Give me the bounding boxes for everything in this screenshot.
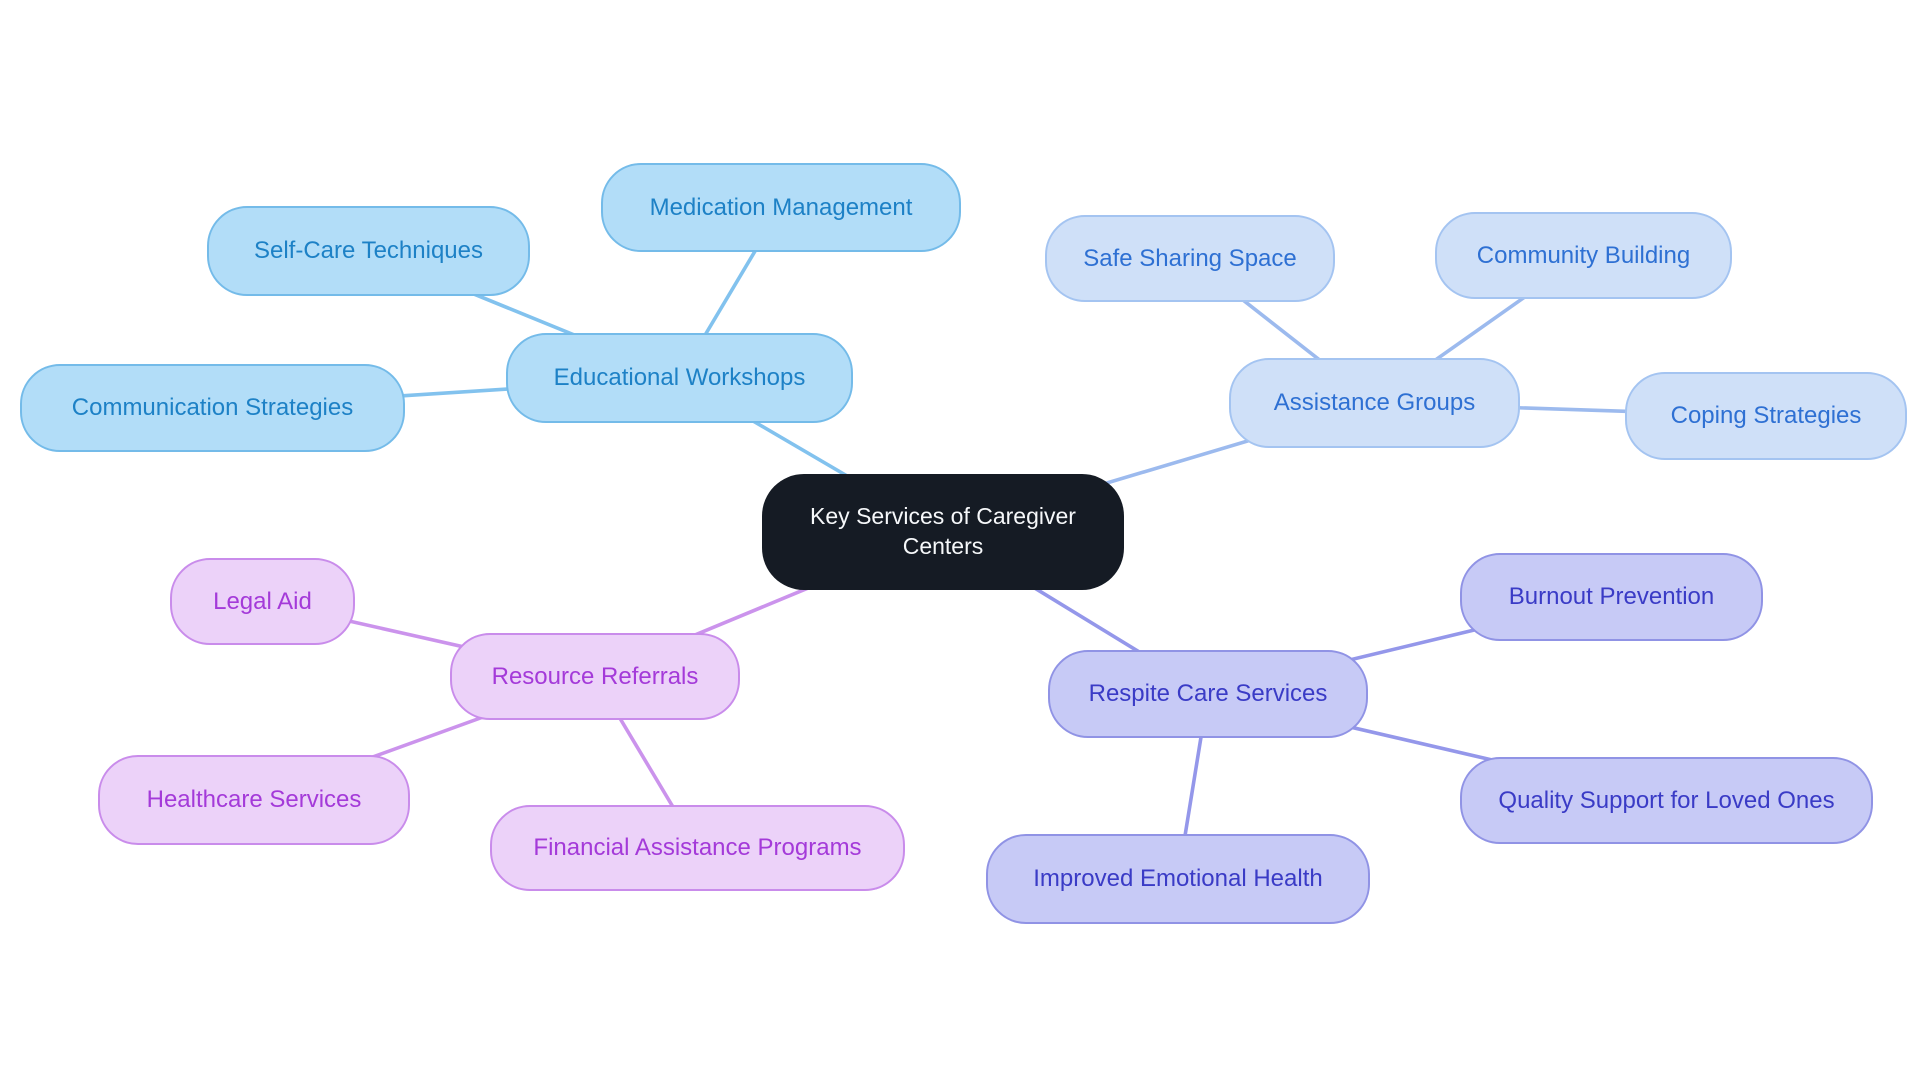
- node-label-assistance-groups: Assistance Groups: [1273, 389, 1476, 416]
- node-label-improved-emotional-health: Improved Emotional Health: [1033, 865, 1323, 892]
- node-medication-management[interactable]: Medication Management: [601, 163, 961, 252]
- node-label-healthcare-services: Healthcare Services: [146, 786, 362, 813]
- node-coping-strategies[interactable]: Coping Strategies: [1625, 372, 1907, 460]
- node-label-medication-management: Medication Management: [649, 193, 913, 221]
- node-label-coping-strategies: Coping Strategies: [1670, 402, 1862, 429]
- node-burnout-prevention[interactable]: Burnout Prevention: [1460, 553, 1763, 641]
- node-label-central: Key Services of Caregiver Centers: [810, 503, 1076, 559]
- node-label-resource-referrals: Resource Referrals: [491, 662, 699, 690]
- node-assistance-groups[interactable]: Assistance Groups: [1229, 358, 1520, 448]
- node-improved-emotional-health[interactable]: Improved Emotional Health: [986, 834, 1370, 924]
- node-label-financial-assistance-programs: Financial Assistance Programs: [533, 834, 862, 861]
- node-healthcare-services[interactable]: Healthcare Services: [98, 755, 410, 845]
- node-respite-care-services[interactable]: Respite Care Services: [1048, 650, 1368, 738]
- node-communication-strategies[interactable]: Communication Strategies: [20, 364, 405, 452]
- node-label-communication-strategies: Communication Strategies: [71, 394, 354, 421]
- node-label-quality-support-for-loved-ones: Quality Support for Loved Ones: [1498, 786, 1835, 814]
- node-resource-referrals[interactable]: Resource Referrals: [450, 633, 740, 720]
- node-label-burnout-prevention: Burnout Prevention: [1508, 583, 1715, 610]
- node-label-community-building: Community Building: [1476, 241, 1691, 269]
- node-label-respite-care-services: Respite Care Services: [1088, 680, 1328, 707]
- node-quality-support-for-loved-ones[interactable]: Quality Support for Loved Ones: [1460, 757, 1873, 844]
- node-label-safe-sharing-space: Safe Sharing Space: [1083, 244, 1297, 272]
- node-self-care-techniques[interactable]: Self-Care Techniques: [207, 206, 530, 296]
- node-financial-assistance-programs[interactable]: Financial Assistance Programs: [490, 805, 905, 891]
- node-label-self-care-techniques: Self-Care Techniques: [253, 237, 484, 264]
- node-community-building[interactable]: Community Building: [1435, 212, 1732, 299]
- node-central[interactable]: Key Services of Caregiver Centers: [762, 474, 1124, 590]
- node-safe-sharing-space[interactable]: Safe Sharing Space: [1045, 215, 1335, 302]
- node-educational-workshops[interactable]: Educational Workshops: [506, 333, 853, 423]
- node-label-educational-workshops: Educational Workshops: [553, 364, 806, 391]
- node-label-legal-aid: Legal Aid: [213, 587, 312, 615]
- node-legal-aid[interactable]: Legal Aid: [170, 558, 355, 645]
